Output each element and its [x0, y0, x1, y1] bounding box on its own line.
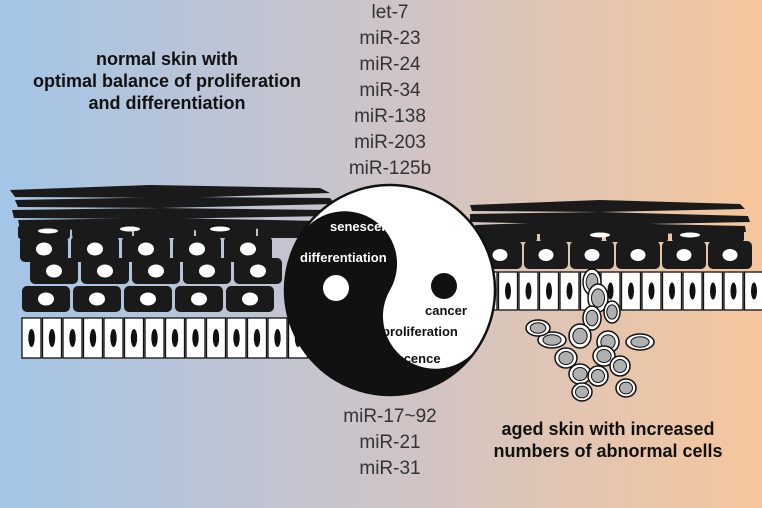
mirna-label: let-7	[371, 2, 409, 23]
left-spinous-layer	[20, 236, 282, 312]
mirna-label: miR-125b	[348, 158, 432, 179]
basal-nucleus	[233, 329, 240, 347]
abnormal-nucleus	[575, 385, 589, 399]
abnormal-cells-cluster	[525, 268, 655, 402]
yinyang-senescence: senescence	[330, 219, 404, 234]
normal-skin-caption: normal skin with optimal balance of prol…	[32, 49, 302, 113]
abnormal-nucleus	[591, 288, 605, 308]
abnormal-nucleus	[606, 304, 618, 320]
mirna-label: miR-34	[359, 80, 421, 101]
nucleus	[250, 264, 266, 278]
yinyang-cancer: cancer	[425, 303, 467, 318]
abnormal-nucleus	[619, 381, 633, 395]
basal-nucleus	[48, 329, 56, 347]
basal-nucleus	[130, 329, 138, 347]
abnormal-nucleus	[572, 367, 588, 381]
basal-nucleus	[751, 282, 757, 300]
abnormal-nucleus	[572, 327, 588, 345]
nucleus	[148, 264, 164, 278]
yinyang-proliferation: proliferation	[382, 324, 458, 339]
mirna-list-bottom: miR-17~92 miR-21 miR-31	[330, 404, 450, 482]
abnormal-nucleus	[630, 336, 650, 348]
mirna-label: miR-17~92	[343, 406, 437, 427]
yin-yang-symbol	[283, 183, 497, 397]
basal-nucleus	[274, 329, 281, 347]
nucleus	[722, 249, 738, 261]
basal-nucleus	[69, 329, 76, 347]
basal-nucleus	[546, 282, 552, 300]
nucleus	[199, 264, 215, 278]
mirna-label: miR-203	[354, 132, 426, 153]
mirna-label: miR-31	[359, 458, 421, 479]
yinyang-differentiation: differentiation	[300, 250, 387, 265]
yinyang-rejuvenescence: rejuvenescence	[343, 351, 441, 366]
basal-nucleus	[253, 329, 261, 347]
basal-nucleus	[28, 329, 35, 347]
mirna-label: miR-23	[359, 28, 421, 49]
yinyang-aging: aging	[378, 194, 413, 209]
basal-nucleus	[710, 282, 716, 300]
nucleus	[584, 249, 600, 261]
nucleus	[538, 249, 554, 261]
left-basal-layer	[21, 317, 309, 359]
basal-nucleus	[669, 282, 675, 300]
basal-nucleus	[730, 282, 737, 300]
abnormal-nucleus	[596, 349, 612, 363]
basal-nucleus	[89, 329, 97, 347]
abnormal-nucleus	[529, 322, 547, 334]
nucleus	[189, 242, 205, 256]
nucleus	[191, 292, 207, 306]
abnormal-nucleus	[558, 351, 574, 365]
basal-nucleus	[566, 282, 573, 300]
abnormal-nucleus	[585, 309, 599, 327]
abnormal-nucleus	[591, 369, 605, 383]
nucleus	[36, 242, 52, 256]
nucleus	[676, 249, 692, 261]
basal-nucleus	[628, 282, 634, 300]
abnormal-nucleus	[542, 334, 562, 346]
nucleus	[630, 249, 646, 261]
mirna-label: miR-24	[359, 54, 421, 75]
nucleus	[140, 292, 156, 306]
mirna-label: miR-138	[354, 106, 426, 127]
basal-nucleus	[525, 282, 532, 300]
basal-nucleus	[607, 282, 614, 300]
nucleus	[242, 292, 258, 306]
nucleus	[38, 292, 54, 306]
nucleus	[46, 264, 62, 278]
basal-nucleus	[689, 282, 696, 300]
right-spinous-layer	[478, 241, 752, 269]
nucleus	[89, 292, 105, 306]
nucleus	[97, 264, 113, 278]
nucleus	[87, 242, 103, 256]
nucleus	[240, 242, 256, 256]
right-basal-layer	[477, 271, 762, 311]
basal-nucleus	[151, 329, 158, 347]
nucleus	[492, 249, 508, 261]
abnormal-nucleus	[613, 359, 627, 373]
basal-nucleus	[171, 329, 179, 347]
nucleus	[138, 242, 154, 256]
aged-skin-caption: aged skin with increased numbers of abno…	[493, 419, 723, 461]
left-stratum-corneum	[10, 185, 335, 231]
basal-nucleus	[505, 282, 511, 300]
mirna-list-top: let-7 miR-23 miR-24 miR-34 miR-138 miR-2…	[330, 0, 450, 182]
basal-nucleus	[192, 329, 199, 347]
basal-nucleus	[110, 329, 117, 347]
mirna-label: miR-21	[359, 432, 421, 453]
right-granular-layer	[475, 228, 744, 242]
basal-nucleus	[212, 329, 220, 347]
basal-nucleus	[648, 282, 655, 300]
left-granular-layer	[18, 222, 308, 239]
